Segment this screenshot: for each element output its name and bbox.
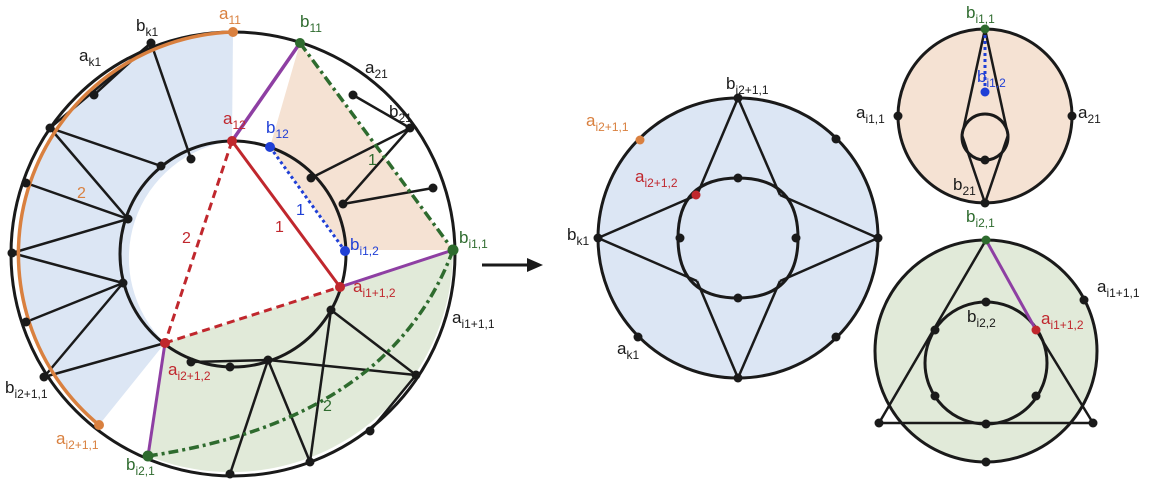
label-bi12: bi1,2 — [350, 235, 379, 258]
green-outer-circle — [873, 238, 1099, 464]
red-edge-1 — [230, 140, 342, 288]
label-ai112: ai1+1,2 — [353, 277, 396, 300]
vertex-bi21 — [142, 450, 154, 462]
purple-edge-bi21-ai112 — [984, 239, 1038, 331]
vertex-ai112 — [1031, 325, 1041, 335]
left-green-region — [148, 250, 453, 473]
purple-edge-ai112-bi11 — [339, 248, 454, 289]
vertex-bi11 — [980, 24, 990, 34]
vertex-ai212 — [160, 338, 170, 348]
right-green-diagram: bi2,1 ai1+1,1 ai1+1,2 bi2,2 — [873, 207, 1140, 467]
left-black-vertices — [7, 38, 438, 479]
vertex-ai211 — [635, 135, 645, 145]
label-ai11: ai1,1 — [856, 103, 885, 126]
vertex-bi11 — [447, 244, 459, 256]
label-ai212: ai2+1,2 — [635, 167, 678, 190]
num-green-1: 1 — [368, 152, 377, 169]
label-ak1: ak1 — [617, 339, 639, 362]
label-a21: a21 — [1078, 103, 1101, 126]
label-bi21: bi2,1 — [126, 455, 155, 478]
right-blue-diagram: bi2+1,1 ai2+1,1 ai2+1,2 bk1 ak1 — [567, 74, 883, 383]
red-dashed-edge-ai212-ai112 — [164, 285, 341, 345]
vertex-bi12 — [980, 87, 990, 97]
vertex-a12 — [227, 136, 237, 146]
label-bi11: bi1,1 — [966, 3, 995, 26]
green-dashdot-edge-2 — [147, 249, 455, 458]
orange-edges — [960, 28, 1010, 204]
label-bk1: bk1 — [567, 225, 589, 248]
left-orange-region — [270, 43, 453, 250]
label-ai111: ai1+1,1 — [1097, 277, 1140, 300]
label-ai112: ai1+1,2 — [1041, 309, 1084, 332]
num-orange-2: 2 — [77, 185, 86, 202]
purple-edge-a12-b11 — [230, 42, 302, 142]
label-bi22: bi2,2 — [967, 307, 996, 330]
purple-edge-ai212-bi21 — [146, 342, 167, 457]
label-ai111: ai1+1,1 — [452, 308, 495, 331]
blue-vertices — [593, 93, 883, 383]
label-b21: b21 — [389, 102, 412, 125]
label-ak1: ak1 — [79, 46, 101, 69]
label-ai211: ai2+1,1 — [56, 429, 99, 452]
vertex-ai112 — [335, 282, 345, 292]
label-a21: a21 — [365, 58, 388, 81]
vertex-a11 — [228, 27, 238, 37]
label-bi211: bi2+1,1 — [5, 378, 48, 401]
green-vertices — [874, 295, 1098, 467]
num-red-1: 1 — [275, 219, 284, 236]
label-b11: b11 — [300, 12, 322, 35]
red-dashed-edge-a12-ai212 — [163, 140, 234, 344]
label-a12: a12 — [223, 109, 246, 132]
label-bi11: bi1,1 — [459, 228, 488, 251]
label-b12: b12 — [266, 118, 289, 141]
green-dashdot-edge-1 — [298, 41, 455, 252]
label-b21: b21 — [953, 175, 976, 198]
blue-edges — [597, 97, 879, 379]
label-ai212: ai2+1,2 — [168, 360, 211, 383]
label-bi12: bi1,2 — [977, 67, 1006, 90]
left-black-edges — [11, 42, 434, 475]
label-bi21: bi2,1 — [966, 207, 995, 230]
vertex-b11 — [295, 38, 305, 48]
num-green-2: 2 — [323, 398, 332, 415]
vertex-ai212 — [691, 190, 701, 200]
vertex-bi12 — [340, 246, 350, 256]
vertex-ai211 — [94, 420, 104, 430]
label-bk1: bk1 — [136, 16, 158, 39]
arrow — [482, 258, 543, 272]
orange-vertices — [893, 111, 1077, 208]
label-bi211: bi2+1,1 — [726, 74, 769, 97]
left-diagram: 1 1 1 2 2 2 a11 bk1 ak1 b11 a21 a12 b12 … — [5, 4, 495, 479]
num-red-2: 2 — [182, 230, 191, 247]
label-ai211: ai2+1,1 — [586, 111, 629, 134]
vertex-bi21 — [981, 235, 991, 245]
num-blue-1: 1 — [296, 202, 305, 219]
label-a11: a11 — [219, 4, 241, 27]
vertex-b12 — [265, 142, 275, 152]
left-blue-region — [18, 32, 234, 425]
right-orange-diagram: bi1,1 bi1,2 ai1,1 a21 b21 — [856, 3, 1101, 208]
